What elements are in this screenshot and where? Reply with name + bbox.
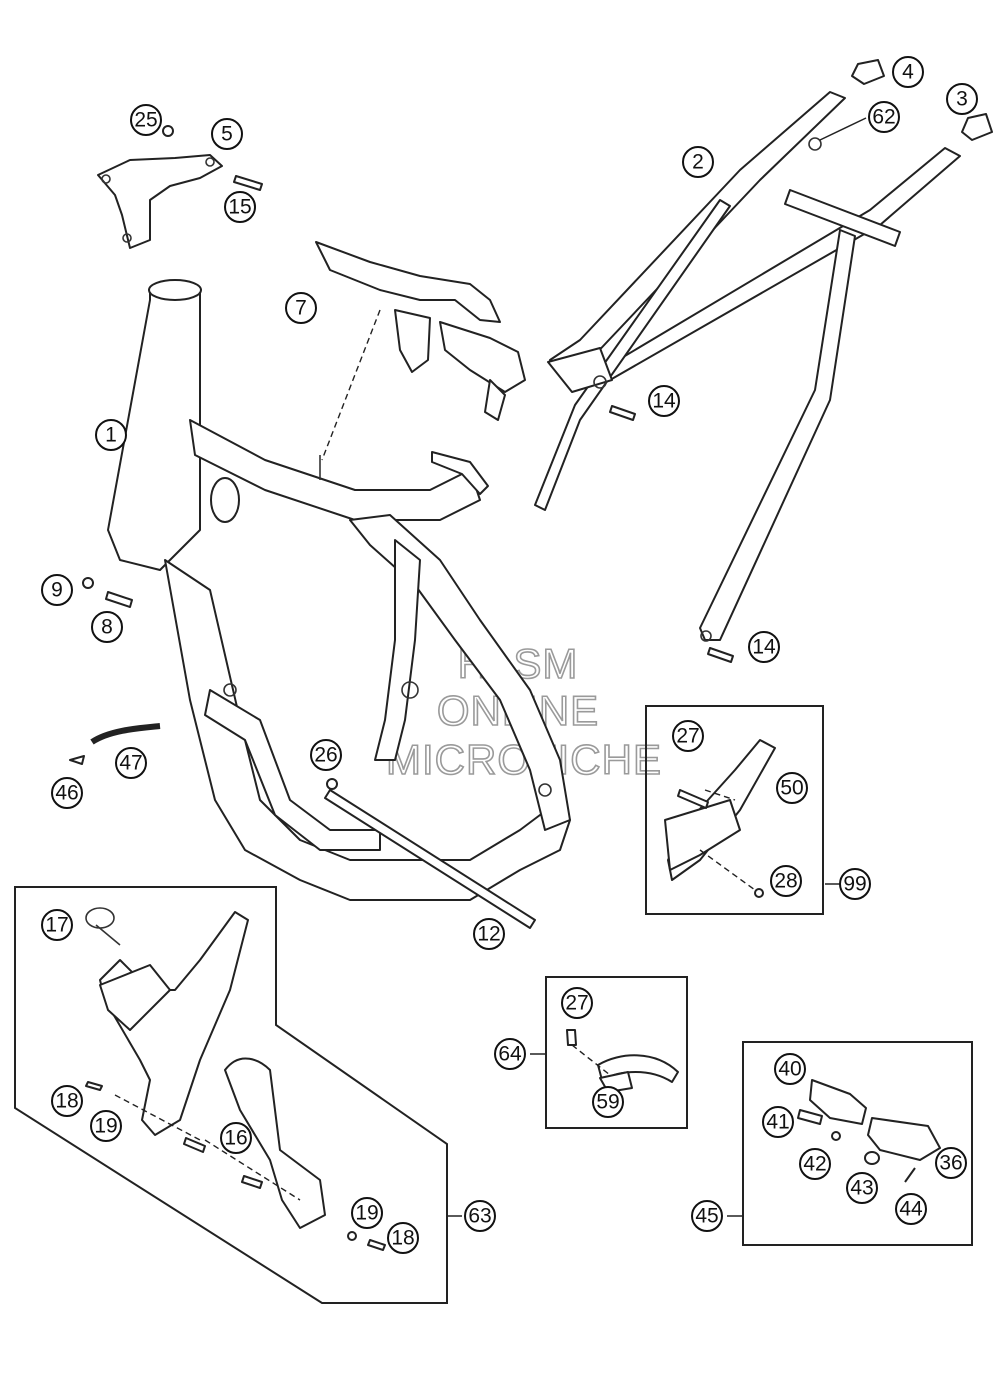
callout-44: 44 bbox=[895, 1193, 927, 1225]
svg-text:27: 27 bbox=[676, 725, 699, 748]
svg-text:62: 62 bbox=[872, 106, 895, 129]
callout-26: 26 bbox=[310, 739, 342, 771]
svg-text:2: 2 bbox=[692, 151, 704, 174]
callout-15: 15 bbox=[224, 191, 256, 223]
callout-47: 47 bbox=[115, 747, 147, 779]
callout-27b: 27 bbox=[561, 987, 593, 1019]
callout-46: 46 bbox=[51, 777, 83, 809]
svg-text:27: 27 bbox=[565, 992, 588, 1015]
svg-text:42: 42 bbox=[803, 1153, 826, 1176]
callout-12: 12 bbox=[473, 918, 505, 950]
svg-text:40: 40 bbox=[778, 1058, 801, 1081]
callout-27a: 27 bbox=[672, 720, 704, 752]
frame-protector-group-box bbox=[14, 886, 448, 1304]
frame-protector-left bbox=[85, 907, 386, 1251]
callout-62: 62 bbox=[868, 101, 900, 133]
svg-text:19: 19 bbox=[94, 1115, 117, 1138]
svg-text:19: 19 bbox=[355, 1202, 378, 1225]
svg-text:36: 36 bbox=[939, 1152, 962, 1175]
svg-text:25: 25 bbox=[134, 109, 157, 132]
callout-14b: 14 bbox=[748, 631, 780, 663]
callout-43: 43 bbox=[846, 1172, 878, 1204]
svg-text:1: 1 bbox=[105, 424, 117, 447]
svg-text:28: 28 bbox=[774, 870, 797, 893]
svg-text:43: 43 bbox=[850, 1177, 873, 1200]
svg-text:8: 8 bbox=[101, 616, 113, 639]
callout-2: 2 bbox=[682, 146, 714, 178]
callout-5: 5 bbox=[211, 118, 243, 150]
svg-text:15: 15 bbox=[228, 196, 251, 219]
svg-text:12: 12 bbox=[477, 923, 500, 946]
callout-41: 41 bbox=[762, 1106, 794, 1138]
svg-text:45: 45 bbox=[695, 1205, 718, 1228]
subframe bbox=[534, 91, 961, 642]
main-frame bbox=[107, 279, 571, 901]
svg-text:14: 14 bbox=[752, 636, 776, 659]
svg-text:17: 17 bbox=[45, 914, 68, 937]
callout-40: 40 bbox=[774, 1053, 806, 1085]
chain-guide-box bbox=[545, 976, 688, 1129]
svg-text:41: 41 bbox=[766, 1111, 789, 1134]
engine-bracket bbox=[97, 125, 263, 249]
callout-19a: 19 bbox=[90, 1110, 122, 1142]
svg-text:47: 47 bbox=[119, 752, 142, 775]
footrest-parts bbox=[797, 1079, 941, 1183]
callout-4: 4 bbox=[892, 56, 924, 88]
frame-brace-7 bbox=[315, 241, 526, 461]
svg-text:50: 50 bbox=[780, 777, 803, 800]
leader-lines bbox=[447, 117, 867, 1217]
callout-45: 45 bbox=[691, 1200, 723, 1232]
frame-protector-set-box bbox=[645, 705, 824, 915]
callout-17: 17 bbox=[41, 909, 73, 941]
callout-1: 1 bbox=[95, 419, 127, 451]
callout-8: 8 bbox=[91, 611, 123, 643]
callout-18a: 18 bbox=[51, 1085, 83, 1117]
callout-14a: 14 bbox=[648, 385, 680, 417]
svg-text:63: 63 bbox=[468, 1205, 491, 1228]
group-boxes bbox=[14, 705, 973, 1304]
svg-text:18: 18 bbox=[55, 1090, 78, 1113]
callout-3: 3 bbox=[946, 83, 978, 115]
callout-28: 28 bbox=[770, 865, 802, 897]
callout-59: 59 bbox=[592, 1086, 624, 1118]
svg-text:26: 26 bbox=[314, 744, 337, 767]
frame-protector-set-parts bbox=[664, 739, 776, 898]
callout-64: 64 bbox=[494, 1038, 526, 1070]
svg-text:44: 44 bbox=[899, 1198, 923, 1221]
callout-99: 99 bbox=[839, 868, 871, 900]
bolts bbox=[69, 405, 734, 929]
footrest-box bbox=[742, 1041, 973, 1246]
callout-9: 9 bbox=[41, 574, 73, 606]
callout-19b: 19 bbox=[351, 1197, 383, 1229]
callouts: 1 2 3 4 5 7 8 9 12 14 14 15 16 17 18 18 … bbox=[41, 56, 978, 1254]
svg-text:4: 4 bbox=[902, 61, 914, 84]
svg-text:64: 64 bbox=[498, 1043, 522, 1066]
subframe-end-caps bbox=[808, 59, 993, 151]
svg-text:7: 7 bbox=[295, 297, 307, 320]
svg-text:3: 3 bbox=[956, 88, 968, 111]
svg-text:59: 59 bbox=[596, 1091, 619, 1114]
chain-guide-parts bbox=[566, 1029, 679, 1093]
svg-text:16: 16 bbox=[224, 1127, 247, 1150]
svg-text:14: 14 bbox=[652, 390, 676, 413]
callout-16: 16 bbox=[220, 1122, 252, 1154]
svg-text:18: 18 bbox=[391, 1227, 414, 1250]
callout-63: 63 bbox=[464, 1200, 496, 1232]
callout-25: 25 bbox=[130, 104, 162, 136]
callout-7: 7 bbox=[285, 292, 317, 324]
callout-42: 42 bbox=[799, 1148, 831, 1180]
callout-36: 36 bbox=[935, 1147, 967, 1179]
svg-text:46: 46 bbox=[55, 782, 78, 805]
svg-text:99: 99 bbox=[843, 873, 866, 896]
callout-50: 50 bbox=[776, 772, 808, 804]
svg-text:9: 9 bbox=[51, 579, 63, 602]
callout-18b: 18 bbox=[387, 1222, 419, 1254]
svg-text:5: 5 bbox=[221, 123, 233, 146]
